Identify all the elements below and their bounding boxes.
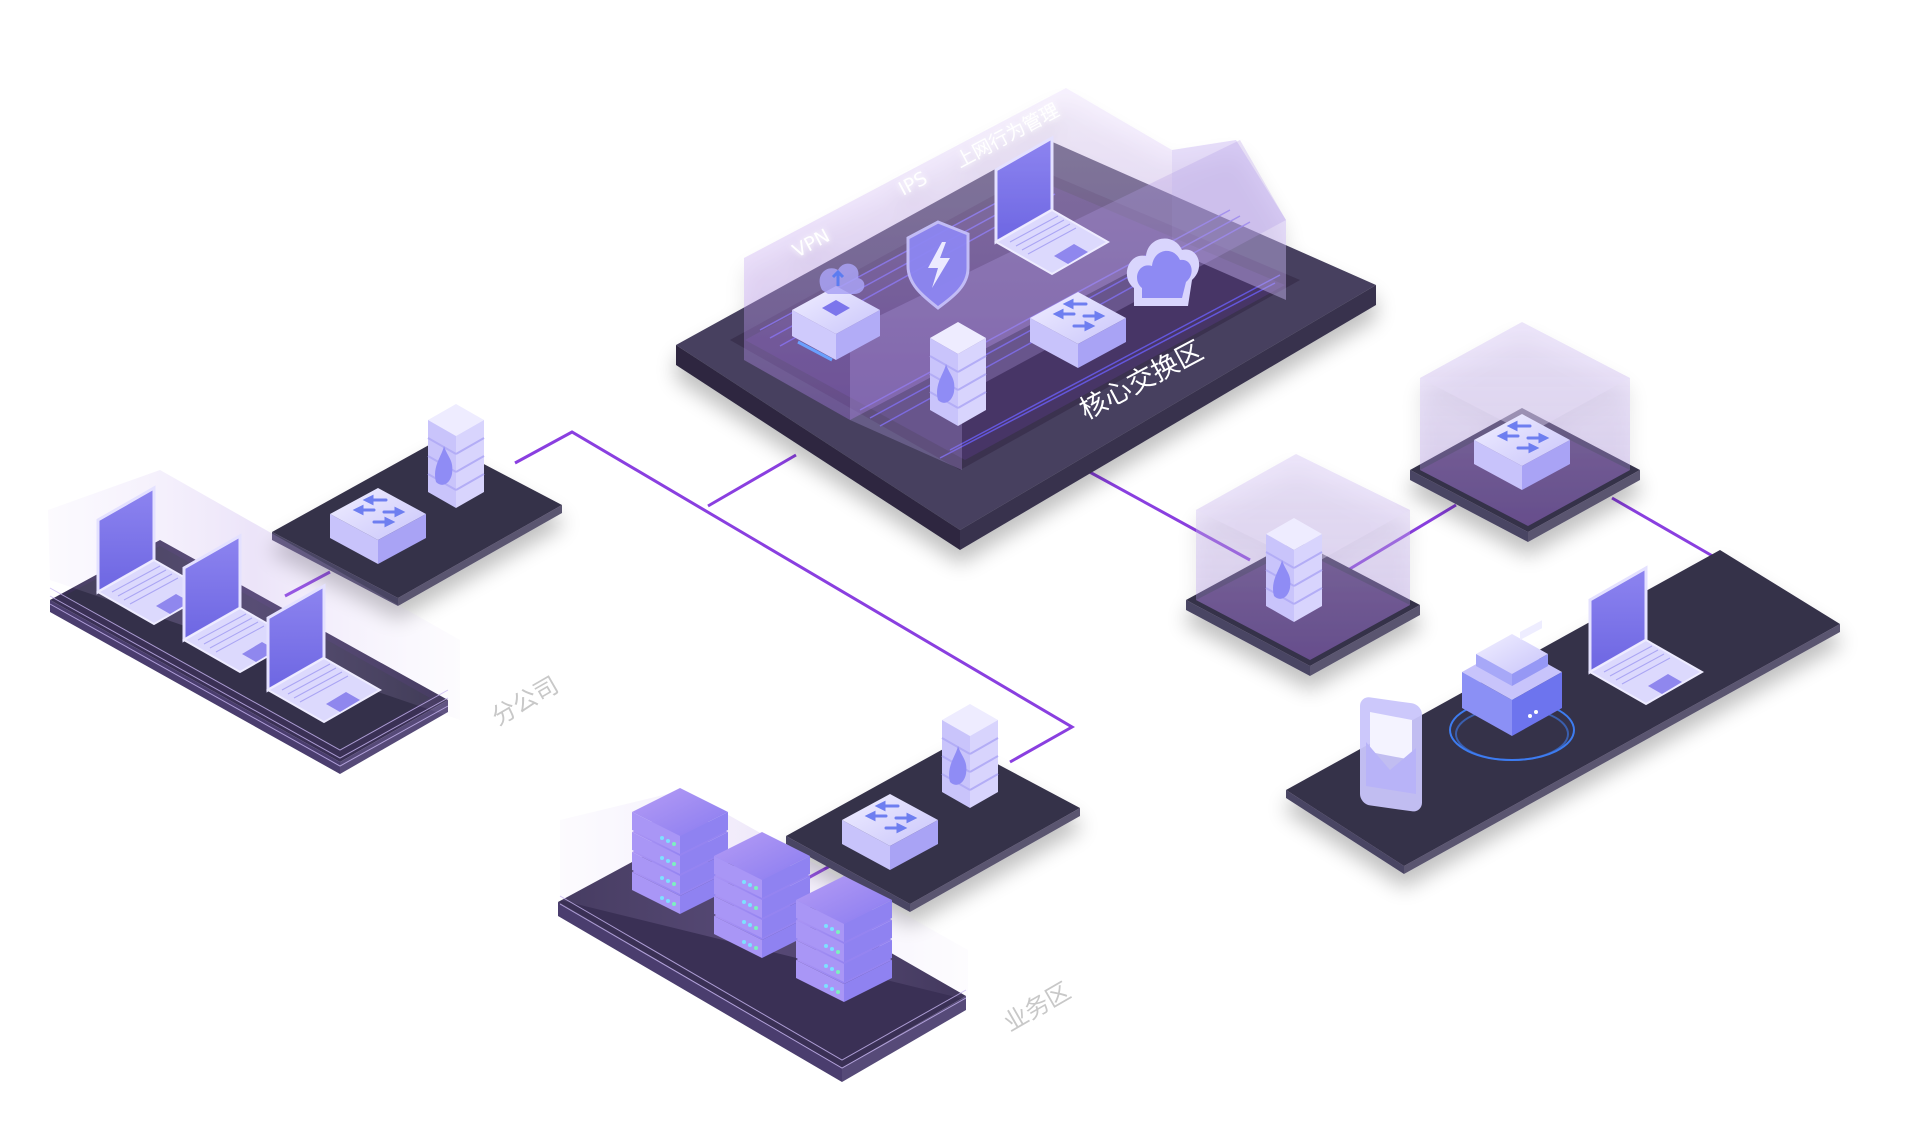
link-core-to-trunk xyxy=(707,453,797,508)
mail-icon[interactable] xyxy=(1360,696,1422,813)
link-right-switch-to-endpoints xyxy=(1611,496,1717,560)
firewall-icon[interactable] xyxy=(929,321,987,427)
zone-branch[interactable]: 分公司 xyxy=(48,403,563,774)
firewall-icon[interactable] xyxy=(427,403,485,509)
zone-label-branch: 分公司 xyxy=(487,671,563,731)
zone-core[interactable]: VPN IPS 上网行为管理 核心交换区 xyxy=(676,88,1376,550)
core-platform-left-side xyxy=(676,345,960,550)
vpn-device-icon[interactable] xyxy=(792,263,880,362)
zone-external[interactable] xyxy=(1186,322,1840,874)
cloud-icon[interactable] xyxy=(1126,238,1200,306)
firewall-icon[interactable] xyxy=(1265,517,1323,623)
firewall-icon[interactable] xyxy=(941,703,999,809)
zone-label-business: 业务区 xyxy=(999,977,1075,1037)
server-box-icon[interactable] xyxy=(1449,620,1575,761)
server-rack[interactable] xyxy=(796,876,892,1002)
shield-bolt-icon[interactable] xyxy=(906,220,970,310)
server-rack[interactable] xyxy=(714,832,810,958)
link-branch-to-business xyxy=(514,430,1076,764)
server-rack[interactable] xyxy=(632,788,728,914)
core-platform-right-side xyxy=(960,285,1376,550)
external-endpoints-platform xyxy=(1286,550,1840,874)
zone-business[interactable]: 业务区 xyxy=(558,703,1080,1082)
